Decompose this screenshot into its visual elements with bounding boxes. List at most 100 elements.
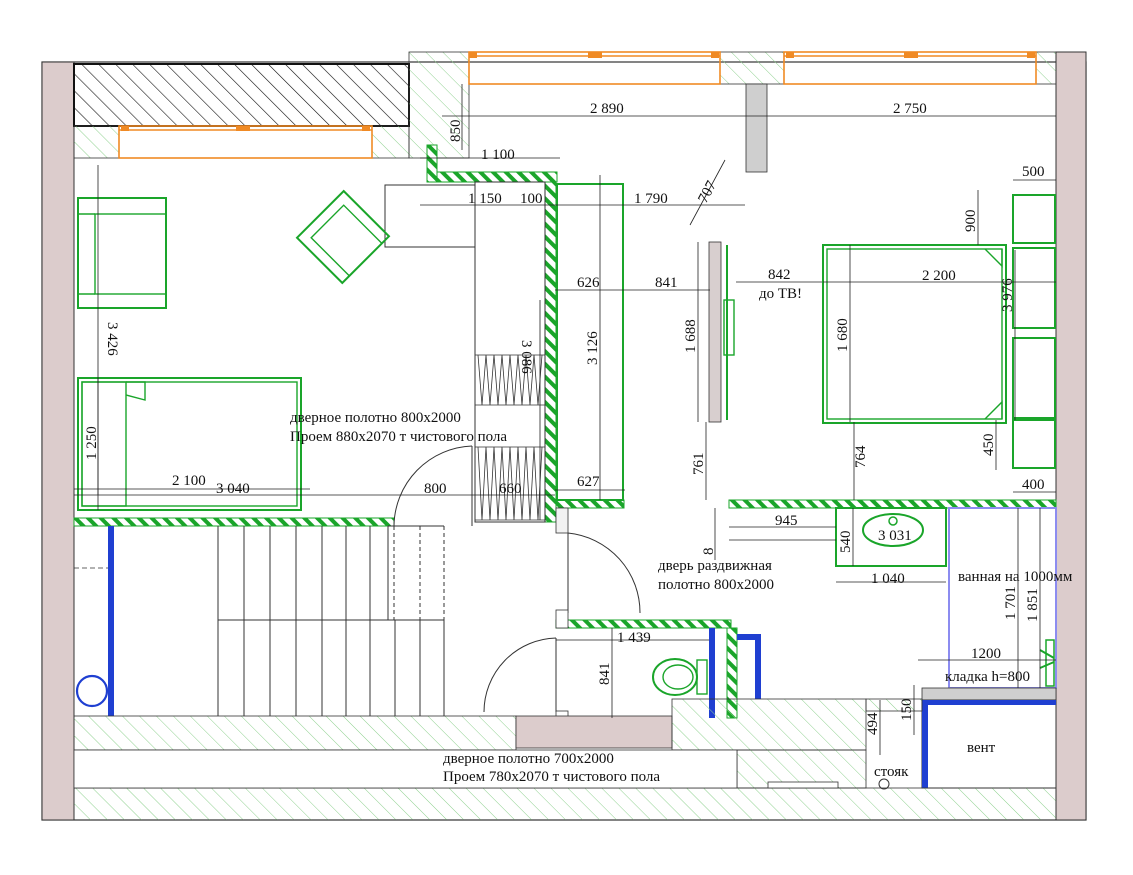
door-note-line1: дверное полотно 800х2000 — [290, 410, 461, 426]
wardrobe-block — [384, 184, 476, 248]
dimension-label: 1 100 — [481, 147, 515, 163]
dimension-label: 2 200 — [922, 268, 956, 284]
blue-wall — [755, 634, 761, 699]
door-note-line2: Проем 880х2070 т чистового пола — [290, 429, 507, 445]
door-hall — [567, 532, 641, 614]
partition-wall — [544, 181, 557, 523]
masonry — [921, 687, 1057, 701]
door-living — [393, 445, 473, 527]
vent-label: вент — [967, 740, 996, 756]
dimension-label: 841 — [597, 663, 613, 686]
dimension-label: 2 100 — [172, 473, 206, 489]
dimension-label: 660 — [499, 481, 522, 497]
dimension-label: 500 — [1022, 164, 1045, 180]
wardrobe-hangers — [475, 354, 545, 521]
staircase — [217, 525, 445, 716]
dimension-label: 850 — [448, 120, 464, 143]
pipe-circle — [75, 674, 109, 708]
armchair-left — [77, 197, 167, 309]
dimension-label: 540 — [838, 531, 854, 554]
sliding-note-line1: дверь раздвижная — [658, 558, 772, 574]
wall-segment — [1035, 51, 1057, 85]
dimension-label: 764 — [853, 445, 869, 468]
toilet — [652, 658, 708, 696]
wardrobe-right — [1012, 247, 1056, 329]
dimension-label: 3 086 — [518, 340, 534, 374]
dimension-label: 1 688 — [683, 319, 699, 353]
dimension-label: 626 — [577, 275, 600, 291]
blue-wall — [709, 628, 715, 718]
bed-double — [822, 244, 1007, 424]
wall-segment — [73, 787, 1057, 821]
dimension-label: 450 — [981, 434, 997, 457]
partition-wall — [728, 499, 1057, 509]
dimension-label: 494 — [865, 712, 881, 735]
blue-wall — [737, 634, 761, 640]
window-top-right — [783, 51, 1037, 85]
dimension-label: 1 250 — [84, 426, 100, 460]
armchair-rotated — [295, 189, 391, 285]
dimension-label: 1 851 — [1025, 588, 1041, 622]
partition-wall — [555, 499, 625, 509]
blue-wall — [108, 526, 114, 716]
shower-tap — [1039, 639, 1055, 687]
dimension-label: 1 790 — [634, 191, 668, 207]
dimension-label: 1 150 — [468, 191, 502, 207]
corridor-strip — [73, 749, 738, 789]
dimension-label: 1 680 — [835, 318, 851, 352]
dimension-label: 1 439 — [617, 630, 651, 646]
dimension-label: 3 126 — [585, 331, 601, 365]
closet — [556, 183, 624, 501]
column — [745, 83, 768, 173]
nightstand — [1012, 194, 1056, 244]
wall-segment — [671, 698, 867, 751]
dimension-label: 3 426 — [104, 322, 120, 356]
door-post — [555, 609, 569, 629]
partition-wall — [426, 144, 438, 183]
sliding-note-line2: полотно 800х2000 — [658, 577, 774, 593]
partition-wall — [426, 171, 558, 183]
dimension-label: 8 — [701, 548, 717, 556]
dimension-label: 1 701 — [1003, 586, 1019, 620]
wall-segment — [408, 51, 470, 159]
partition-wall — [555, 619, 732, 629]
doorway-bottom — [515, 715, 673, 749]
dimension-label: 150 — [899, 699, 915, 722]
dimension-label: 627 — [577, 474, 600, 490]
dimension-label: 1200 — [971, 646, 1001, 662]
vent-shaft — [921, 699, 1057, 789]
door-bottom-line1: дверное полотно 700х2000 — [443, 751, 614, 767]
dimension-label: 900 — [963, 210, 979, 233]
bath-label: ванная на 1000мм — [958, 569, 1073, 585]
window-top-middle — [468, 51, 721, 85]
outer-frame — [41, 61, 1087, 821]
bed-single — [77, 377, 302, 511]
partition-wall — [73, 517, 395, 527]
tv-unit — [723, 245, 735, 420]
dimension-label: 2 890 — [590, 101, 624, 117]
nightstand — [1012, 419, 1056, 469]
dimension-label: 1 040 — [871, 571, 905, 587]
dimension-label: 3 040 — [216, 481, 250, 497]
door-bottom-line2: Проем 780х2070 т чистового пола — [443, 769, 660, 785]
dimension-label: 841 — [655, 275, 678, 291]
door-bath — [483, 637, 557, 713]
dimension-label: 3 031 — [878, 528, 912, 544]
sink — [835, 507, 947, 567]
dimension-label: 100 — [520, 191, 543, 207]
dimension-label: 400 — [1022, 477, 1045, 493]
right-outer-wall — [1055, 51, 1087, 821]
hatched-block — [73, 63, 410, 127]
left-outer-wall — [41, 61, 75, 821]
dimension-label: 2 750 — [893, 101, 927, 117]
blue-wall — [922, 700, 1056, 705]
tv-label: до ТВ! — [759, 286, 802, 302]
wall-segment — [73, 125, 120, 159]
riser-label: стояк — [874, 764, 909, 780]
threshold — [767, 781, 839, 789]
door-post — [555, 507, 569, 534]
dimension-label: 3 976 — [1000, 278, 1016, 312]
dimension-label: 800 — [424, 481, 447, 497]
masonry-label: кладка h=800 — [945, 669, 1030, 685]
